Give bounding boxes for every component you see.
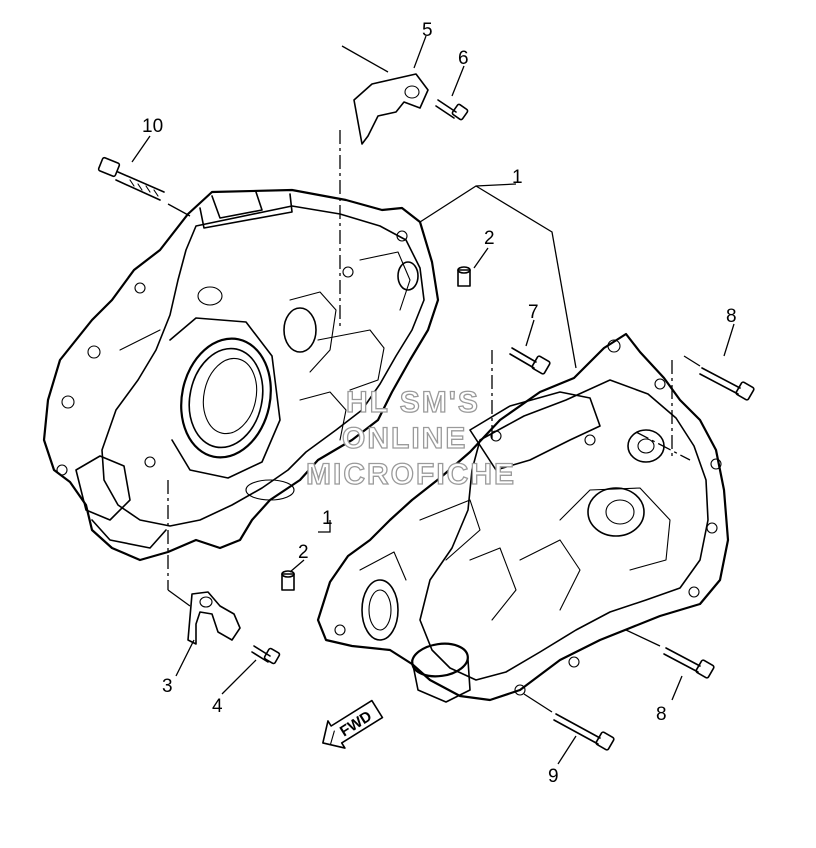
callout-2-lower: 2 xyxy=(298,542,309,563)
watermark-line-1: HL SM'S xyxy=(346,386,480,419)
callout-8-lower: 8 xyxy=(656,704,667,725)
callout-8-upper: 8 xyxy=(726,306,737,327)
watermark-line-2: ONLINE xyxy=(342,422,467,455)
callout-labels: 1 1 2 2 3 4 5 6 7 8 8 9 10 xyxy=(142,20,737,787)
bolt-10 xyxy=(97,156,165,201)
right-crankcase xyxy=(316,332,730,703)
bolt-4 xyxy=(251,645,281,665)
bolt-9 xyxy=(553,713,615,751)
callout-2-upper: 2 xyxy=(484,228,495,249)
bolt-8-lower xyxy=(663,647,715,679)
fwd-label: FWD xyxy=(337,708,375,741)
callout-1-lower: 1 xyxy=(322,508,333,529)
callout-3: 3 xyxy=(162,676,173,697)
callout-1-upper: 1 xyxy=(512,167,523,188)
left-crankcase xyxy=(42,188,440,562)
bolt-6 xyxy=(435,99,469,121)
callout-5: 5 xyxy=(422,20,433,41)
bolt-8-upper xyxy=(699,367,755,401)
callout-7: 7 xyxy=(528,302,539,323)
dowel-pin-lower xyxy=(281,570,295,591)
leader-lines xyxy=(131,35,735,765)
bracket-5 xyxy=(353,73,429,145)
watermark: HL SM'S ONLINE MICROFICHE xyxy=(305,385,516,491)
watermark-line-3: MICROFICHE xyxy=(306,458,516,491)
callout-10: 10 xyxy=(142,116,163,137)
callout-9: 9 xyxy=(548,766,559,787)
bracket-3 xyxy=(187,591,241,645)
bolt-7 xyxy=(509,347,551,375)
callout-6: 6 xyxy=(458,48,469,69)
dowel-pin-upper xyxy=(457,266,471,287)
callout-4: 4 xyxy=(212,696,223,717)
fwd-direction-arrow: FWD xyxy=(322,699,384,749)
